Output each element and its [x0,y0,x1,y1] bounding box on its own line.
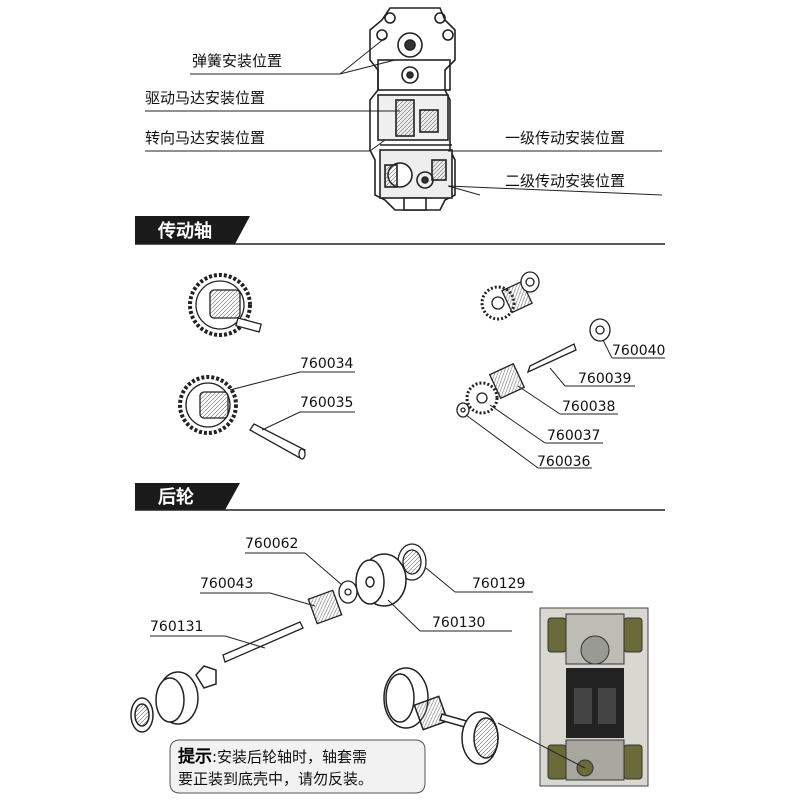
rear-axle-assembled [383,667,499,765]
tip-box: 提示:安装后轮轴时，轴套需 要正装到底壳中，请勿反装。 [169,739,426,794]
part-760036: 760036 [537,454,591,470]
label-stage2: 二级传动安装位置 [505,172,625,190]
worm-760038 [488,362,526,400]
section-header-rear: 后轮 [135,483,665,511]
tip-line1: :安装后轮轴时，轴套需 [212,748,367,766]
chassis-photo [497,607,649,787]
rear-wheel-left [130,665,217,733]
part-760039: 760039 [578,371,631,387]
shaft-leaders [229,371,355,431]
tip-title: 提示 [178,747,212,767]
gear-assembly-left-top [188,273,262,337]
section-header-shaft: 传动轴 [135,216,665,245]
part-760034: 760034 [300,356,354,372]
axle-760131 [222,621,304,663]
rear-leader-lines [150,552,533,649]
label-steer-motor: 转向马达安装位置 [145,129,265,147]
part-760062: 760062 [245,536,298,552]
label-drive-motor: 驱动马达安装位置 [145,89,265,107]
section-title-rear: 后轮 [158,486,194,508]
part-760037: 760037 [547,428,600,444]
part-760040: 760040 [612,343,665,359]
bushing-760040 [589,318,611,342]
right-shaft-leaders [465,339,665,469]
tip-line2: 要正装到底壳中，请勿反装。 [178,770,373,788]
part-760038: 760038 [562,399,615,415]
part-760131: 760131 [150,619,203,635]
chassis-top-drawing [369,7,456,211]
section-title-shaft: 传动轴 [157,220,212,242]
part-760043: 760043 [200,576,253,592]
label-stage1: 一级传动安装位置 [505,129,625,147]
part-760129: 760129 [472,576,525,592]
washer-760036 [456,402,470,418]
hub-760062 [338,580,358,604]
tire-760130 [355,553,407,607]
part-760130: 760130 [432,615,485,631]
label-spring: 弹簧安装位置 [192,52,282,70]
tip-text-line1: 提示:安装后轮轴时，轴套需 [178,747,367,767]
shaft-760039 [526,343,577,374]
worm-assembly-right-top [480,271,540,321]
top-leader-lines [145,37,663,196]
shaft-760035 [249,423,306,460]
gear-760043 [307,589,343,625]
part-760035: 760035 [300,395,353,411]
gear-760037 [465,381,499,415]
gear-760034 [178,375,238,435]
